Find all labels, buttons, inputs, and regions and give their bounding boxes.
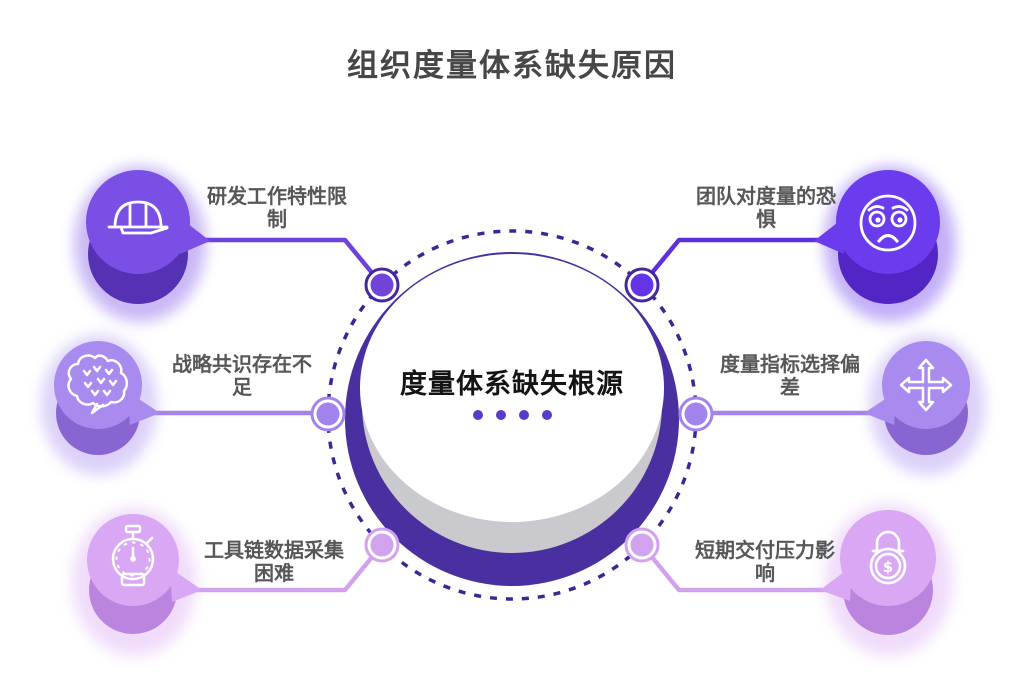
page-title: 组织度量体系缺失原因: [347, 48, 677, 83]
center-dot: [472, 410, 483, 420]
connector-lines: [147, 237, 877, 593]
node-label-bottom-right: 短期交付压力影响: [695, 540, 835, 585]
dot-fill: [630, 273, 654, 297]
center-dot: [518, 410, 529, 420]
center-dot: [495, 410, 506, 420]
money-lock-icon: $: [869, 530, 907, 585]
node-bottom-left: [72, 508, 202, 656]
node-tail: [170, 568, 202, 602]
node-middle-left: [41, 335, 160, 475]
scared-face-icon: [859, 194, 917, 252]
center-hub-label-group: 度量体系缺失根源: [362, 362, 662, 420]
dot-fill: [684, 402, 708, 426]
node-circle: [836, 170, 940, 274]
dot-fill: [630, 533, 654, 557]
node-label-top-right: 团队对度量的恐惧: [696, 186, 836, 231]
node-label-top-left: 研发工作特性限制: [207, 186, 347, 231]
dot-fill: [370, 273, 394, 297]
node-bottom-right: $: [820, 504, 953, 656]
connector-dot-bottom-right: [624, 527, 660, 563]
direction-cross-icon: [899, 358, 953, 412]
node-middle-right: [864, 335, 985, 475]
connector-line-bottom-left: [192, 542, 385, 593]
brain-icon: [67, 354, 129, 415]
center-dots: [362, 410, 662, 420]
connector-dot-top-right: [624, 267, 660, 303]
stopwatch-icon: [111, 524, 155, 587]
connector-dots: [310, 267, 714, 563]
node-label-middle-left: 战略共识存在不足: [172, 354, 312, 399]
center-hub-label: 度量体系缺失根源: [400, 369, 624, 399]
node-top-right: [814, 166, 956, 322]
connector-line-bottom-right: [639, 542, 832, 593]
center-dot: [541, 410, 552, 420]
svg-text:$: $: [883, 558, 893, 576]
connector-dot-middle-right: [678, 396, 714, 432]
node-circle: [54, 341, 142, 429]
hub-face: [360, 254, 664, 522]
node-top-left: [74, 166, 210, 322]
hard-hat-icon: [107, 200, 169, 235]
dot-fill: [370, 533, 394, 557]
dot-fill: [316, 402, 340, 426]
node-label-bottom-left: 工具链数据采集困难: [204, 540, 344, 585]
connector-dot-bottom-left: [364, 527, 400, 563]
connector-dot-top-left: [364, 267, 400, 303]
node-circle: [86, 170, 190, 274]
node-label-middle-right: 度量指标选择偏差: [720, 354, 860, 399]
node-circle: [882, 341, 970, 429]
center-hub: [345, 252, 679, 586]
connector-line-top-left: [197, 237, 385, 288]
connector-dot-middle-left: [310, 396, 346, 432]
node-circle: [840, 510, 936, 606]
connector-line-top-right: [639, 237, 827, 288]
